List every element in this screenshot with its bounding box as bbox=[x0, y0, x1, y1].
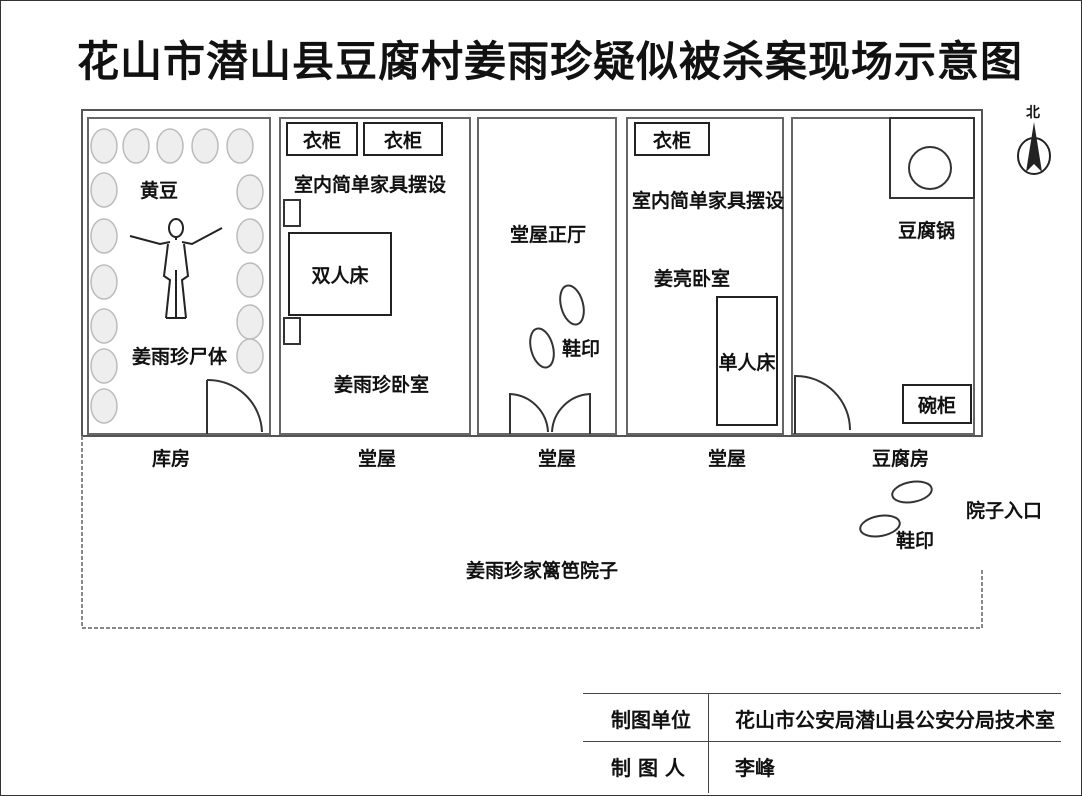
soybean-label: 黄豆 bbox=[140, 180, 179, 202]
tofu-room-name: 豆腐房 bbox=[872, 448, 930, 470]
tofu-room-wall bbox=[791, 117, 975, 435]
hall-label: 堂屋正厅 bbox=[510, 224, 587, 246]
yard-label: 姜雨珍家篱笆院子 bbox=[466, 560, 619, 582]
yard-entrance-label: 院子入口 bbox=[966, 500, 1043, 522]
house-outline bbox=[81, 109, 983, 437]
wardrobe-2: 衣柜 bbox=[363, 122, 443, 156]
yard-footprints bbox=[859, 480, 933, 538]
legend-author-key: 制 图 人 bbox=[611, 756, 685, 780]
nightstand-right bbox=[283, 317, 301, 345]
jiang-room-name: 堂屋 bbox=[358, 448, 397, 470]
bowl-cabinet: 碗柜 bbox=[902, 384, 972, 424]
body-outline bbox=[129, 218, 223, 319]
north-label: 北 bbox=[1026, 105, 1040, 121]
hall-footprints bbox=[529, 284, 585, 369]
legend-author-value: 李峰 bbox=[735, 756, 775, 780]
legend-row-unit: 制图单位 花山市公安局潜山县公安分局技术室 bbox=[583, 693, 1061, 742]
wardrobe-3: 衣柜 bbox=[634, 122, 710, 156]
tofu-door bbox=[794, 374, 851, 434]
hall-room-name: 堂屋 bbox=[538, 448, 577, 470]
liang-furniture-label: 室内简单家具摆设 bbox=[632, 190, 785, 212]
hall-door bbox=[509, 392, 591, 434]
storage-room-wall bbox=[87, 117, 271, 435]
single-bed: 单人床 bbox=[716, 296, 778, 426]
legend-unit-value: 花山市公安局潜山县公安分局技术室 bbox=[735, 708, 1055, 732]
liang-room-name: 堂屋 bbox=[708, 448, 747, 470]
legend-table: 制图单位 花山市公安局潜山县公安分局技术室 制 图 人 李峰 bbox=[583, 693, 1061, 793]
tofu-pot bbox=[908, 146, 952, 190]
legend-row-author: 制 图 人 李峰 bbox=[583, 741, 1061, 790]
storage-room-name: 库房 bbox=[152, 448, 191, 470]
wardrobe-1: 衣柜 bbox=[286, 122, 358, 156]
soybean-pile bbox=[90, 128, 264, 424]
hall-footprint-label: 鞋印 bbox=[562, 338, 601, 360]
jiang-bedroom-wall bbox=[279, 117, 471, 435]
double-bed: 双人床 bbox=[288, 232, 392, 316]
legend-unit-key: 制图单位 bbox=[611, 708, 691, 732]
yard-fence bbox=[81, 436, 983, 629]
hall-wall bbox=[477, 117, 617, 435]
diagram-title: 花山市潜山县豆腐村姜雨珍疑似被杀案现场示意图 bbox=[76, 37, 1023, 86]
jiang-bedroom-label: 姜雨珍卧室 bbox=[334, 374, 430, 396]
tofu-pot-label: 豆腐锅 bbox=[898, 220, 956, 242]
storage-door bbox=[206, 378, 263, 434]
liang-bedroom-label: 姜亮卧室 bbox=[654, 268, 731, 290]
nightstand-left bbox=[283, 199, 301, 227]
jiang-furniture-label: 室内简单家具摆设 bbox=[294, 174, 447, 196]
body-label: 姜雨珍尸体 bbox=[132, 346, 228, 368]
yard-footprint-label: 鞋印 bbox=[896, 530, 935, 552]
liang-bedroom-wall bbox=[626, 117, 784, 435]
